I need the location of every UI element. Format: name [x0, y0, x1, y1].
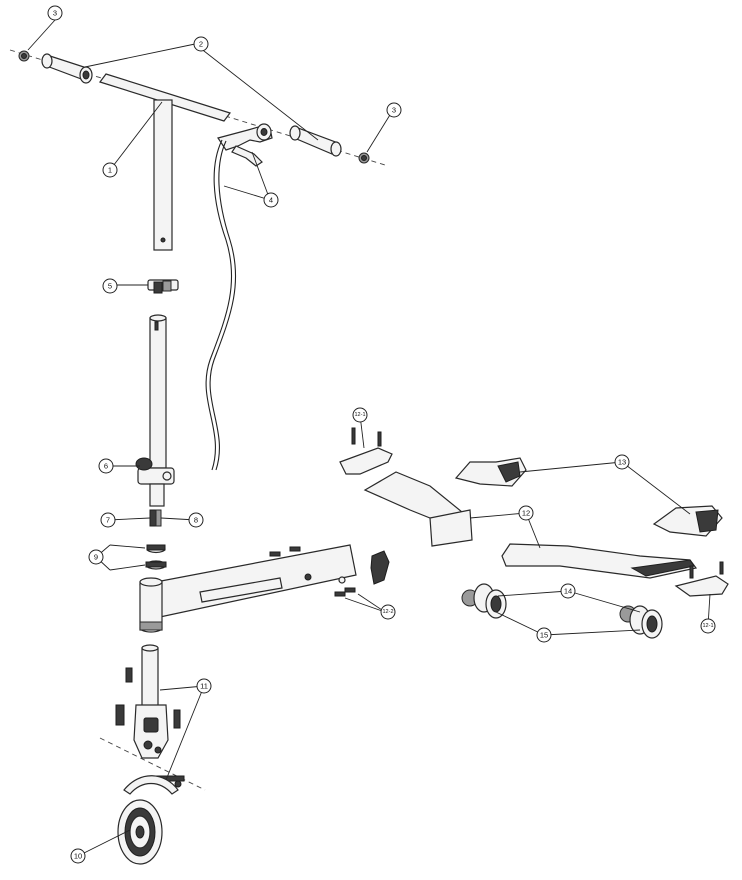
callout-12-1-bottom: 12-1	[700, 618, 716, 634]
svg-text:10: 10	[74, 852, 82, 861]
front-fork	[99, 644, 206, 795]
svg-text:12-1: 12-1	[702, 623, 713, 629]
callout-12-2: 12-2	[380, 604, 396, 620]
stem-bottom-hole	[160, 237, 166, 243]
callout-9: 9	[88, 549, 104, 565]
callout-2: 2	[193, 36, 209, 52]
brake-lever	[217, 123, 273, 167]
leader-lines	[27, 19, 711, 857]
locking-pin	[149, 509, 162, 527]
svg-text:13: 13	[618, 458, 626, 467]
steering-tube	[149, 314, 167, 469]
callout-8: 8	[188, 512, 204, 528]
callout-7: 7	[100, 512, 116, 528]
brake-cable	[205, 139, 233, 471]
rear-fender-brake	[123, 775, 179, 795]
folding-clamp	[147, 279, 179, 294]
svg-text:14: 14	[564, 587, 572, 596]
headset-bearings	[145, 544, 167, 570]
fork-axle-axis	[99, 737, 206, 791]
svg-text:12-1: 12-1	[354, 412, 365, 418]
callout-5: 5	[102, 278, 118, 294]
svg-text:11: 11	[200, 682, 208, 691]
brake-cable-inner	[209, 140, 237, 471]
callout-6: 6	[98, 458, 114, 474]
svg-text:12-2: 12-2	[382, 609, 393, 615]
right-grip	[289, 125, 342, 157]
left-grip	[41, 53, 93, 84]
svg-text:15: 15	[540, 631, 548, 640]
upper-deck-plate	[363, 471, 473, 547]
svg-text:2: 2	[199, 40, 203, 49]
svg-text:8: 8	[194, 516, 198, 525]
front-wheel	[117, 799, 163, 865]
svg-text:3: 3	[53, 9, 57, 18]
svg-text:9: 9	[94, 553, 98, 562]
folding-collar	[135, 457, 175, 507]
svg-text:1: 1	[108, 166, 112, 175]
callout-1: 1	[102, 162, 118, 178]
deck-bracket-top	[339, 427, 393, 475]
fold-latch	[370, 550, 390, 585]
callout-3-right: 3	[386, 102, 402, 118]
callout-13: 13	[614, 454, 630, 470]
footrest-lower	[652, 505, 723, 537]
handlebar-stem-tube	[153, 99, 173, 251]
callout-4: 4	[263, 192, 279, 208]
callout-15: 15	[536, 627, 552, 643]
rear-wheel-right	[619, 605, 663, 639]
rear-wheel-left	[461, 583, 507, 619]
lower-deck-plate	[501, 543, 698, 579]
handlebar-assembly	[9, 49, 386, 471]
callout-14: 14	[560, 583, 576, 599]
callout-3-left: 3	[47, 5, 63, 21]
svg-text:12: 12	[522, 509, 530, 518]
fork-springs	[115, 667, 181, 729]
callout-12-1-top: 12-1	[352, 407, 368, 423]
right-end-cap	[358, 152, 370, 164]
callout-10: 10	[70, 848, 86, 864]
svg-text:3: 3	[392, 106, 396, 115]
callout-12: 12	[518, 505, 534, 521]
handlebar-crossbar	[99, 73, 231, 122]
left-end-cap	[18, 50, 30, 62]
deck-bracket-lower	[674, 561, 729, 597]
footrest-upper	[454, 457, 527, 487]
svg-text:7: 7	[106, 516, 110, 525]
frame-bolts	[269, 546, 356, 597]
callout-11: 11	[196, 678, 212, 694]
main-frame	[139, 544, 390, 633]
svg-text:5: 5	[108, 282, 112, 291]
svg-text:6: 6	[104, 462, 108, 471]
svg-text:4: 4	[269, 196, 273, 205]
